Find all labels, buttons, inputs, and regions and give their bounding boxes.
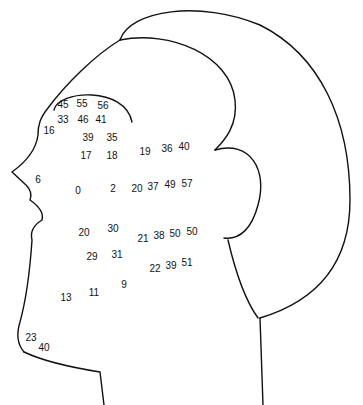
neck-line bbox=[260, 318, 263, 405]
callout-number: 13 bbox=[60, 292, 71, 303]
callout-number: 41 bbox=[95, 114, 106, 125]
face-profile bbox=[12, 40, 120, 352]
callout-number: 38 bbox=[153, 230, 164, 241]
callout-number: 50 bbox=[186, 226, 197, 237]
callout-number: 21 bbox=[137, 233, 148, 244]
callout-number: 19 bbox=[139, 146, 150, 157]
callout-number: 45 bbox=[57, 99, 68, 110]
callout-number: 33 bbox=[57, 114, 68, 125]
callout-number: 39 bbox=[165, 260, 176, 271]
callout-number: 6 bbox=[35, 174, 41, 185]
callout-number: 17 bbox=[80, 150, 91, 161]
callout-number: 57 bbox=[181, 178, 192, 189]
callout-number: 37 bbox=[147, 181, 158, 192]
callout-number: 51 bbox=[181, 257, 192, 268]
callout-number: 11 bbox=[89, 287, 99, 298]
callout-number: 40 bbox=[38, 342, 49, 353]
callout-number: 55 bbox=[76, 98, 87, 109]
callout-number: 2 bbox=[110, 183, 116, 194]
callout-number: 49 bbox=[164, 179, 175, 190]
hair-back bbox=[228, 240, 258, 318]
callout-number: 0 bbox=[75, 185, 81, 196]
callout-number: 20 bbox=[131, 183, 142, 194]
callout-number: 30 bbox=[107, 223, 118, 234]
callout-number: 36 bbox=[161, 143, 172, 154]
callout-number: 16 bbox=[43, 125, 54, 136]
jaw-line bbox=[24, 352, 104, 405]
hair-outline bbox=[120, 11, 350, 318]
callout-number: 35 bbox=[106, 132, 117, 143]
callout-number: 31 bbox=[111, 249, 122, 260]
callout-number: 56 bbox=[97, 100, 108, 111]
callout-number: 20 bbox=[78, 227, 89, 238]
callout-number: 23 bbox=[25, 332, 36, 343]
callout-number: 39 bbox=[82, 132, 93, 143]
ear bbox=[215, 148, 261, 238]
callout-number: 29 bbox=[86, 251, 97, 262]
hairline bbox=[120, 38, 235, 150]
callout-number: 50 bbox=[169, 228, 180, 239]
callout-number: 9 bbox=[121, 279, 127, 290]
callout-number: 18 bbox=[106, 150, 117, 161]
callout-number: 46 bbox=[77, 114, 88, 125]
callout-number: 22 bbox=[149, 263, 160, 274]
callout-number: 40 bbox=[178, 141, 189, 152]
